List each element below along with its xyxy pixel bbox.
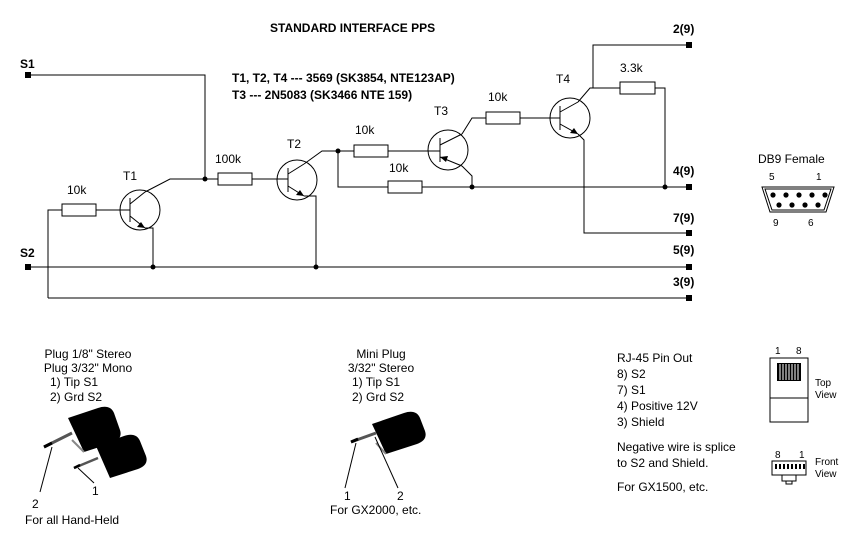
resistor-r3-label: 10k bbox=[355, 123, 375, 137]
resistor-r3 bbox=[353, 144, 389, 158]
mini-plug-line-2: 3/32" Stereo bbox=[348, 361, 415, 375]
rj45-pin-7: 7) S1 bbox=[617, 383, 646, 397]
resistor-r4 bbox=[387, 180, 423, 194]
rj45-footer: For GX1500, etc. bbox=[617, 480, 708, 494]
transistor-t1-label: T1 bbox=[123, 169, 137, 183]
transistor-t4-label: T4 bbox=[556, 72, 570, 86]
db9-connector-icon bbox=[761, 186, 835, 213]
plug-stereo-pin-1: 1 bbox=[92, 484, 99, 498]
rj45-title: RJ-45 Pin Out bbox=[617, 351, 693, 365]
junction-dots bbox=[150, 148, 668, 270]
output-label-2: 2(9) bbox=[673, 22, 694, 36]
stereo-plug-icon bbox=[39, 406, 147, 493]
input-label-s2: S2 bbox=[20, 246, 35, 260]
output-label-5: 5(9) bbox=[673, 243, 694, 257]
mini-plug-line-3: 1) Tip S1 bbox=[352, 375, 400, 389]
terminal-5 bbox=[686, 264, 692, 270]
plug-stereo-pin-2: 2 bbox=[32, 497, 39, 511]
db9-pin1-label: 1 bbox=[816, 172, 822, 183]
terminal-4 bbox=[686, 184, 692, 190]
rj45-top-pin1-label: 1 bbox=[775, 346, 781, 357]
rj45-pin-4: 4) Positive 12V bbox=[617, 399, 698, 413]
diagram-title: STANDARD INTERFACE PPS bbox=[270, 21, 435, 35]
resistor-r6 bbox=[619, 81, 656, 95]
output-label-7: 7(9) bbox=[673, 211, 694, 225]
plug-stereo-line-4: 2) Grd S2 bbox=[50, 390, 102, 404]
wires bbox=[28, 44, 690, 299]
mini-plug-caption: For GX2000, etc. bbox=[330, 503, 421, 517]
transistor-t3 bbox=[427, 129, 469, 171]
resistor-r2 bbox=[217, 172, 253, 186]
resistor-r1-label: 10k bbox=[67, 183, 87, 197]
transistor-note-2: T3 --- 2N5083 (SK3466 NTE 159) bbox=[232, 88, 412, 102]
db9-pin9-label: 9 bbox=[773, 218, 779, 229]
rj45-top-pin8-label: 8 bbox=[796, 346, 802, 357]
rj45-note-2: to S2 and Shield. bbox=[617, 456, 708, 470]
terminal-2 bbox=[686, 42, 692, 48]
terminal-7 bbox=[686, 230, 692, 236]
plug-stereo-line-2: Plug 3/32" Mono bbox=[44, 361, 133, 375]
resistor-r5-label: 10k bbox=[488, 90, 508, 104]
transistor-t4 bbox=[549, 97, 591, 139]
transistor-t1 bbox=[119, 189, 161, 231]
mini-plug-line-4: 2) Grd S2 bbox=[352, 390, 404, 404]
rj45-top-view-icon bbox=[769, 357, 809, 423]
transistor-note-1: T1, T2, T4 --- 3569 (SK3854, NTE123AP) bbox=[232, 71, 455, 85]
rj45-pin-8: 8) S2 bbox=[617, 367, 646, 381]
plug-stereo-line-1: Plug 1/8" Stereo bbox=[45, 347, 132, 361]
mini-plug-pin-1: 1 bbox=[344, 489, 351, 503]
rj45-front-view-label-1: Front bbox=[815, 457, 839, 468]
resistor-r4-label: 10k bbox=[389, 161, 409, 175]
rj45-front-pin8-label: 8 bbox=[775, 450, 781, 461]
rj45-top-view-label-2: View bbox=[815, 390, 837, 401]
plug-stereo-caption: For all Hand-Held bbox=[25, 513, 119, 527]
mini-plug-line-1: Mini Plug bbox=[356, 347, 405, 361]
resistor-r6-label: 3.3k bbox=[620, 61, 644, 75]
db9-pin6-label: 6 bbox=[808, 218, 814, 229]
resistor-r2-label: 100k bbox=[215, 152, 242, 166]
transistor-t2-label: T2 bbox=[287, 137, 301, 151]
input-label-s1: S1 bbox=[20, 57, 35, 71]
transistor-t2 bbox=[276, 159, 318, 201]
rj45-front-view-icon bbox=[771, 460, 807, 485]
transistor-t3-label: T3 bbox=[434, 104, 448, 118]
db9-pin5-label: 5 bbox=[769, 172, 775, 183]
mini-plug-icon bbox=[344, 411, 426, 489]
rj45-front-view-label-2: View bbox=[815, 469, 837, 480]
output-label-4: 4(9) bbox=[673, 164, 694, 178]
resistor-r5 bbox=[485, 111, 521, 125]
mini-plug-pin-2: 2 bbox=[397, 489, 404, 503]
terminal-3 bbox=[686, 295, 692, 301]
resistor-r1 bbox=[61, 203, 97, 217]
rj45-front-pin1-label: 1 bbox=[799, 450, 805, 461]
plug-stereo-line-3: 1) Tip S1 bbox=[50, 375, 98, 389]
rj45-note-1: Negative wire is splice bbox=[617, 440, 736, 454]
rj45-pin-3: 3) Shield bbox=[617, 415, 664, 429]
rj45-top-view-label-1: Top bbox=[815, 378, 832, 389]
output-label-3: 3(9) bbox=[673, 275, 694, 289]
db9-title: DB9 Female bbox=[758, 152, 825, 166]
